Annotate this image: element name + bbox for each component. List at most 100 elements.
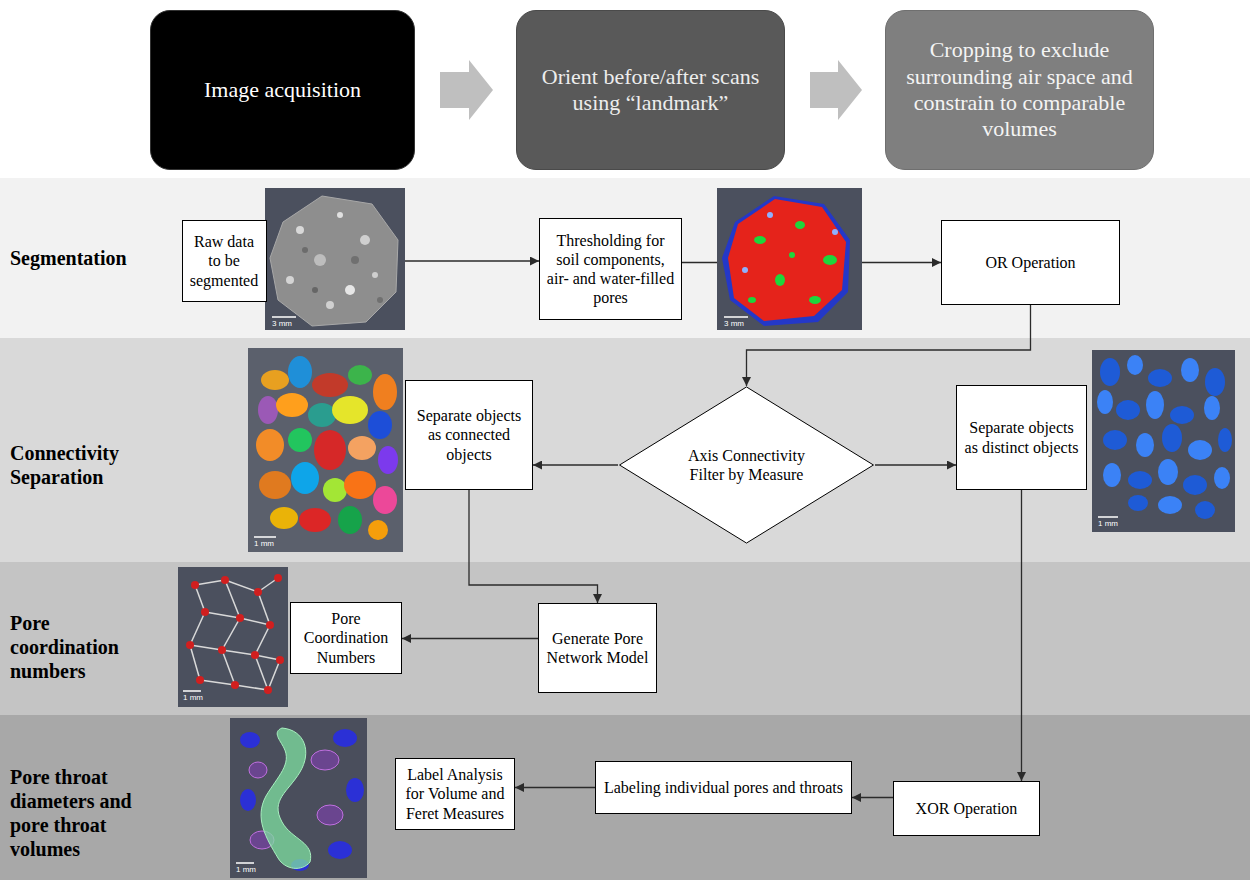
distinct-objects-image-part	[1136, 433, 1154, 457]
section-band: Pore throat diameters and pore throat vo…	[0, 715, 1250, 880]
pore-throat-image-part	[328, 841, 352, 859]
segmented-image-part	[789, 252, 795, 258]
distinct-objects-image	[1092, 350, 1235, 532]
pore-network-image-part-part	[235, 685, 268, 690]
scale-label: 1 mm	[254, 540, 274, 548]
pore-throat-image-part	[317, 805, 343, 825]
pore-throat-image-part	[240, 732, 260, 748]
connected-objects-image-part	[344, 471, 376, 499]
segmented-image-part	[728, 199, 846, 321]
box-text: Labeling individual pores and throats	[604, 778, 843, 797]
distinct-objects-image-part	[1103, 463, 1121, 487]
pore-network-image-part-part	[195, 585, 205, 612]
distinct-objects-image-part	[1158, 496, 1182, 514]
pore-throat-image-part	[311, 750, 339, 770]
distinct-objects-image-part	[1092, 350, 1235, 532]
connected-objects-image-part	[332, 396, 368, 424]
process-box: Thresholding for soil components, air- a…	[539, 218, 682, 320]
connected-objects-image-part	[373, 486, 397, 514]
pore-network-image	[178, 567, 288, 707]
raw-ct-image-part	[296, 226, 304, 234]
pore-network-image-part-part	[195, 580, 225, 585]
pore-network-image-part-part	[251, 651, 259, 659]
pore-network-image-part-part	[225, 580, 258, 592]
connected-objects-image-part	[256, 429, 284, 461]
pore-throat-image	[230, 718, 367, 878]
connected-objects-image-part	[270, 507, 298, 529]
pore-network-image-part-part	[190, 645, 200, 680]
segmented-image-part	[767, 212, 773, 218]
pore-network-image-part-part	[240, 618, 270, 625]
segmented-image-part	[775, 274, 785, 286]
connected-objects-image	[248, 348, 403, 552]
pore-network-image-part-part	[268, 660, 280, 690]
box-text: Separate objects as connected objects	[411, 406, 527, 464]
segmented-image-part	[724, 316, 748, 318]
pore-throat-image-part	[230, 718, 367, 878]
distinct-objects-image-part	[1158, 459, 1178, 485]
segmented-image-part	[722, 196, 850, 326]
step-box: Image acquisition	[150, 10, 415, 170]
raw-ct-image-part	[286, 276, 294, 284]
connected-objects-image-part	[276, 393, 308, 417]
pore-network-image-part-part	[266, 621, 274, 629]
process-box: OR Operation	[941, 220, 1120, 305]
distinct-objects-image-part	[1148, 369, 1172, 387]
pore-throat-image-part	[346, 778, 364, 802]
raw-ct-image-part	[302, 247, 308, 253]
connected-objects-image-part	[368, 411, 392, 439]
step-box: Cropping to exclude surrounding air spac…	[885, 10, 1154, 170]
pore-network-image-part-part	[196, 676, 204, 684]
band-heading: Pore throat diameters and pore throat vo…	[10, 765, 160, 861]
pore-network-image-part	[186, 574, 284, 694]
flow-arrow	[1021, 490, 1022, 781]
pore-network-image-part-part	[236, 614, 244, 622]
distinct-objects-image-part	[1103, 430, 1127, 450]
band-heading: Connectivity Separation	[10, 441, 160, 489]
pore-network-image-part	[178, 567, 288, 707]
process-box: Label Analysis for Volume and Feret Meas…	[395, 758, 515, 830]
raw-ct-image-part	[372, 272, 378, 278]
pore-network-image-part	[190, 578, 280, 690]
diamond-outline	[620, 387, 874, 543]
decision-text: Axis Connectivity Filter by Measure	[672, 446, 821, 484]
box-text: Label Analysis for Volume and Feret Meas…	[401, 765, 509, 823]
distinct-objects-image-part	[1097, 390, 1113, 414]
box-text: OR Operation	[985, 253, 1075, 272]
pore-network-image-part-part	[231, 681, 239, 689]
connected-objects-image-part	[248, 348, 403, 552]
pore-network-image-part-part	[255, 625, 270, 655]
distinct-objects-image-part	[1181, 358, 1199, 382]
flow-arrow	[875, 464, 956, 465]
segmented-image-part	[832, 229, 838, 235]
distinct-objects-image-part	[1195, 501, 1215, 519]
raw-ct-image-part	[272, 316, 296, 318]
pore-network-image-part-part	[190, 645, 222, 650]
process-box: Generate Pore Network Model	[538, 603, 657, 693]
distinct-objects-image-part	[1116, 400, 1140, 420]
raw-ct-image-part	[360, 235, 370, 245]
scale-label: 1 mm	[236, 866, 256, 874]
connected-objects-image-part	[288, 356, 312, 388]
distinct-objects-image-part	[1162, 424, 1182, 452]
connected-objects-image-part	[368, 520, 388, 540]
flow-arrow	[852, 797, 893, 798]
scale-label: 3 mm	[272, 320, 292, 328]
section-band: SegmentationRaw data to be segmentedThre…	[0, 178, 1250, 338]
pore-network-image-part-part	[205, 612, 240, 618]
pore-throat-image-part	[240, 789, 256, 811]
process-box: Labeling individual pores and throats	[595, 761, 852, 814]
block-arrow	[810, 60, 862, 120]
segmented-image-part	[717, 188, 862, 330]
connected-objects-image-part	[338, 506, 362, 534]
process-box: Pore Coordination Numbers	[290, 602, 402, 674]
distinct-objects-image-part	[1188, 440, 1212, 460]
band-heading: Pore coordination numbers	[10, 611, 160, 683]
box-text: Pore Coordination Numbers	[296, 609, 396, 667]
segmented-image-part	[823, 255, 837, 265]
box-text: Raw data to be segmented	[188, 232, 261, 290]
raw-ct-image-part	[345, 285, 355, 295]
pore-network-image-part-part	[222, 618, 240, 650]
pore-network-image-part-part	[218, 646, 226, 654]
distinct-objects-image-part	[1146, 391, 1164, 419]
